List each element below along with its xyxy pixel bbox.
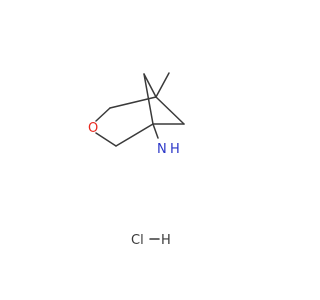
bond-o-c3 [95,132,117,147]
molecule-structure: O N H Cl H [88,72,185,248]
bond-c5-c2 [109,96,157,109]
bond-c6-c5 [143,73,157,98]
bond-c2-o [95,107,111,122]
bond-c5-methyl [155,72,170,98]
bond-c3-c1 [115,123,154,147]
oxygen-atom-label: O [88,121,98,136]
bond-c1-n [152,123,159,139]
hydrogen-atom-label: H [161,233,171,248]
skeleton-bonds [95,72,185,147]
chlorine-atom-label: Cl [131,233,144,248]
amine-nitrogen-label: N [157,142,167,157]
amine-hydrogen-label: H [170,142,180,157]
hydrochloride-salt: Cl H [131,233,171,248]
bond-c5-c4 [155,96,185,125]
